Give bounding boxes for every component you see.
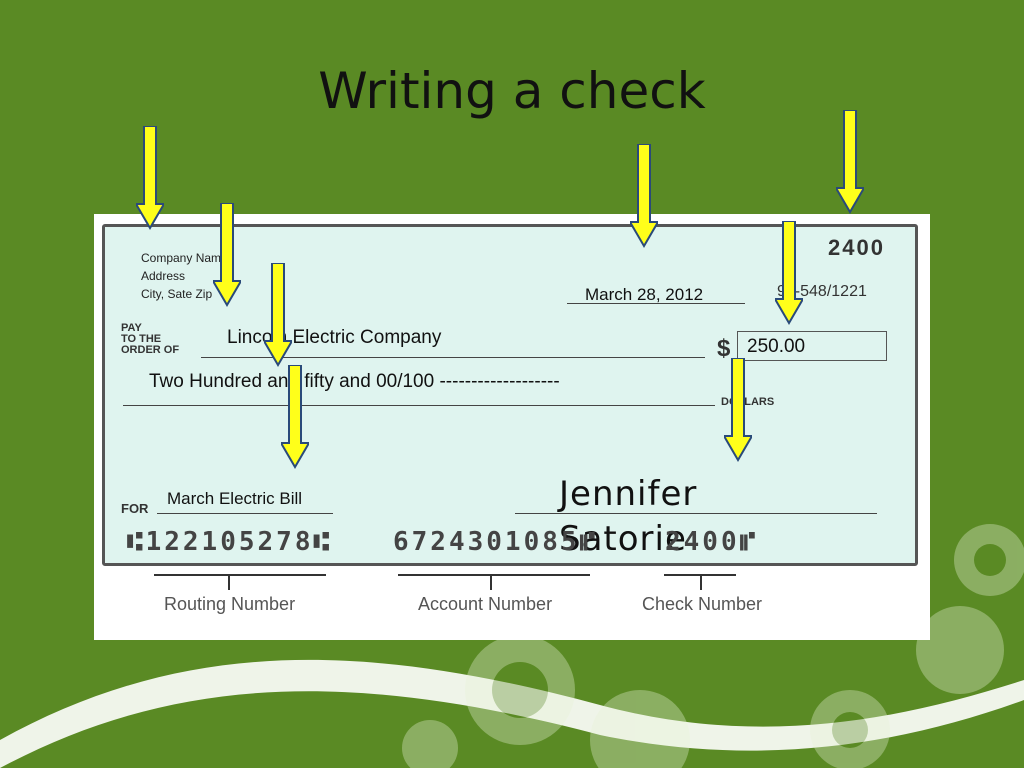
amount-words-value: Two Hundred and fifty and 00/100 -------… xyxy=(149,371,560,392)
signature-first-name: Jennifer xyxy=(559,474,698,514)
pay-label: PAY xyxy=(121,322,142,334)
company-city: City, Sate Zip xyxy=(141,287,213,301)
amount-box xyxy=(737,331,887,361)
swoosh-shape xyxy=(0,659,1024,768)
arrow-down-icon xyxy=(630,144,658,248)
routing-number-caption: Routing Number xyxy=(164,594,296,614)
flower-decoration xyxy=(402,524,1024,768)
company-info: Company Name Address City, Sate Zip xyxy=(141,249,229,303)
pay-to-label: PAY TO THE ORDER OF xyxy=(121,323,179,356)
company-address: Address xyxy=(141,269,186,283)
fraction-code: 91-548/1221 xyxy=(777,283,867,300)
arrow-down-icon xyxy=(724,358,752,462)
check-tick xyxy=(700,574,702,590)
for-label: FOR xyxy=(121,501,149,516)
memo-value: March Electric Bill xyxy=(167,489,303,508)
check-number-caption: Check Number xyxy=(642,594,763,614)
micr-check: 2400⑈ xyxy=(665,527,759,557)
routing-tick xyxy=(228,574,230,590)
account-tick xyxy=(490,574,492,590)
slide-title: Writing a check xyxy=(318,62,706,120)
company-name: Company Name xyxy=(141,251,228,265)
micr-account: 6724301085⑈ xyxy=(393,527,599,557)
account-number-caption: Account Number xyxy=(418,594,553,614)
arrow-down-icon xyxy=(264,263,292,367)
signature-line xyxy=(515,513,877,514)
order-of-label: ORDER OF xyxy=(121,344,180,356)
arrow-down-icon xyxy=(281,365,309,469)
payee-line xyxy=(201,357,705,358)
dollar-sign: $ xyxy=(717,335,731,362)
check-number: 2400 xyxy=(828,235,885,260)
dollars-label: DOLLARS xyxy=(721,396,775,408)
arrow-down-icon xyxy=(836,110,864,214)
memo-line xyxy=(157,513,333,514)
amount-value: 250.00 xyxy=(747,336,806,357)
account-bracket xyxy=(398,574,590,576)
routing-bracket xyxy=(154,574,326,576)
payee-value: Lincoln Electric Company xyxy=(227,327,442,348)
arrow-down-icon xyxy=(213,203,241,307)
date-line xyxy=(567,303,745,304)
amount-words-line xyxy=(123,405,715,406)
to-the-label: TO THE xyxy=(121,333,162,345)
micr-routing: ⑆122105278⑆ xyxy=(127,527,333,557)
arrow-down-icon xyxy=(775,221,803,325)
signature-last-name: Satorie xyxy=(559,519,687,559)
arrow-down-icon xyxy=(136,126,164,230)
date-value: March 28, 2012 xyxy=(585,285,704,304)
